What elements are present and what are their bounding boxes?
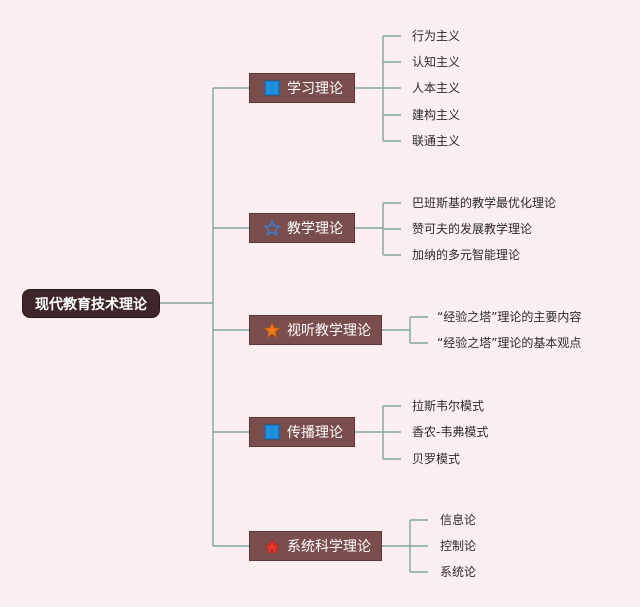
leaf-node: 赞可夫的发展教学理论: [412, 222, 533, 236]
leaf-node: 信息论: [440, 513, 477, 527]
branch-label: 学习理论: [287, 81, 343, 97]
leaf-node: 加纳的多元智能理论: [412, 248, 521, 262]
orange-star-icon: [264, 322, 280, 338]
leaf-node: “经验之塔”理论的基本观点: [437, 336, 582, 350]
branch-communication-theory: 传播理论: [249, 417, 355, 447]
root-label: 现代教育技术理论: [35, 296, 147, 313]
leaf-node: 香农-韦弗模式: [412, 425, 489, 439]
leaf-node: 巴班斯基的教学最优化理论: [412, 196, 557, 210]
branch-label: 视听教学理论: [287, 323, 371, 339]
branch-label: 教学理论: [287, 221, 343, 237]
red-figure-icon: [265, 538, 279, 554]
leaf-node: 认知主义: [412, 55, 461, 69]
branch-learning-theory: 学习理论: [249, 73, 355, 103]
leaf-node: “经验之塔”理论的主要内容: [437, 310, 582, 324]
branch-systems-science-theory: 系统科学理论: [249, 531, 382, 561]
branch-audiovisual-theory: 视听教学理论: [249, 315, 382, 345]
branch-teaching-theory: 教学理论: [249, 213, 355, 243]
leaf-node: 行为主义: [412, 29, 461, 43]
leaf-node: 人本主义: [412, 81, 461, 95]
blue-star-outline-icon: [264, 220, 280, 236]
leaf-node: 系统论: [440, 565, 477, 579]
branch-label: 系统科学理论: [287, 539, 371, 555]
branch-label: 传播理论: [287, 425, 343, 441]
leaf-node: 联通主义: [412, 134, 461, 148]
blue-square-icon: [264, 424, 280, 440]
leaf-node: 建构主义: [412, 108, 461, 122]
leaf-node: 贝罗模式: [412, 452, 461, 466]
root-node: 现代教育技术理论: [22, 289, 160, 318]
leaf-node: 拉斯韦尔模式: [412, 399, 485, 413]
leaf-node: 控制论: [440, 539, 477, 553]
blue-square-icon: [264, 80, 280, 96]
